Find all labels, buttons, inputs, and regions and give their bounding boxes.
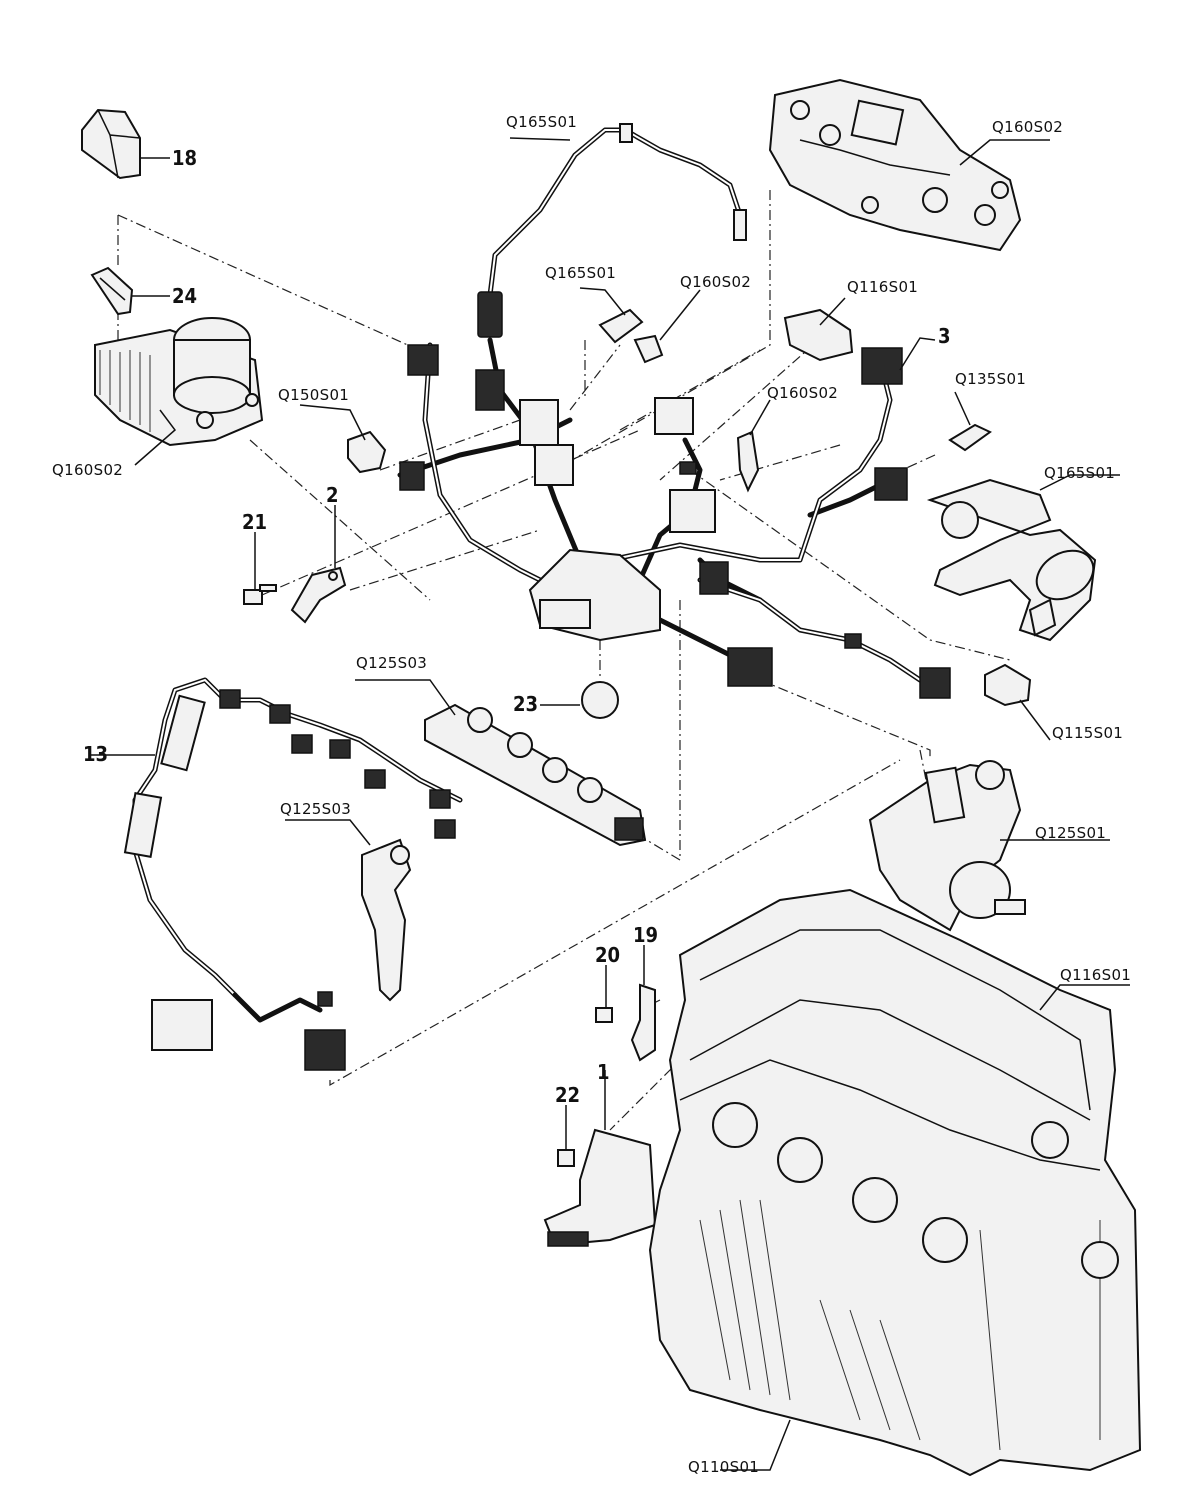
label-part-18: 18 xyxy=(172,146,198,170)
bolt-part-22 xyxy=(557,1105,575,1167)
fuel-rail xyxy=(355,679,647,847)
label-q160s02-cam-sensor: Q160S02 xyxy=(680,273,752,291)
label-q116s01-block: Q116S01 xyxy=(1060,966,1132,984)
label-q150s01: Q150S01 xyxy=(278,386,350,404)
main-wiring-harness xyxy=(397,337,951,699)
label-part-21: 21 xyxy=(242,510,268,534)
gasket-part-24 xyxy=(90,266,170,316)
cap-part-18 xyxy=(81,108,170,180)
bolt-part-20 xyxy=(595,965,613,1023)
bolt-part-21 xyxy=(243,532,277,605)
label-part-20: 20 xyxy=(595,943,621,967)
label-q135s01: Q135S01 xyxy=(955,370,1027,388)
label-q160s02-throttle: Q160S02 xyxy=(52,461,124,479)
label-q125s03-rail: Q125S03 xyxy=(356,654,428,672)
o-ring-part-23 xyxy=(540,681,619,719)
label-q165s01-egr-valve: Q165S01 xyxy=(1044,464,1116,482)
label-part-13: 13 xyxy=(83,742,109,766)
label-q165s01-sensor: Q165S01 xyxy=(545,264,617,282)
hp-fuel-pump xyxy=(868,760,1110,932)
label-q165s01-cable: Q165S01 xyxy=(506,113,578,131)
bracket-part-19 xyxy=(630,945,656,1062)
label-part-22: 22 xyxy=(555,1083,581,1107)
label-part-23: 23 xyxy=(513,692,539,716)
label-part-2: 2 xyxy=(326,483,339,507)
label-q116s01-map-sensor: Q116S01 xyxy=(847,278,919,296)
label-q125s03-injector: Q125S03 xyxy=(280,800,352,818)
label-part-3: 3 xyxy=(938,324,951,348)
engine-block xyxy=(648,888,1142,1477)
small-sensors xyxy=(299,287,992,493)
exhaust-temp-sensor-cable xyxy=(477,123,747,338)
cylinder-bores xyxy=(712,1102,1069,1263)
label-q160s02-temp-sensor: Q160S02 xyxy=(767,384,839,402)
bracket-part-1 xyxy=(543,1070,657,1247)
label-part-24: 24 xyxy=(172,284,198,308)
egr-housing xyxy=(768,78,1050,252)
throttle-body xyxy=(94,317,264,466)
label-part-19: 19 xyxy=(633,923,659,947)
label-q115s01: Q115S01 xyxy=(1052,724,1124,742)
label-q110s01: Q110S01 xyxy=(688,1458,760,1476)
label-q125s01: Q125S01 xyxy=(1035,824,1107,842)
egr-valve xyxy=(926,474,1120,642)
injector xyxy=(285,819,412,1002)
bracket-part-2 xyxy=(290,505,347,624)
label-part-1: 1 xyxy=(597,1060,610,1084)
label-q160s02-egr-housing: Q160S02 xyxy=(992,118,1064,136)
q115-sensor xyxy=(984,663,1051,741)
guide-lines xyxy=(117,190,1011,1131)
injector-harness-part-13 xyxy=(90,677,463,1071)
